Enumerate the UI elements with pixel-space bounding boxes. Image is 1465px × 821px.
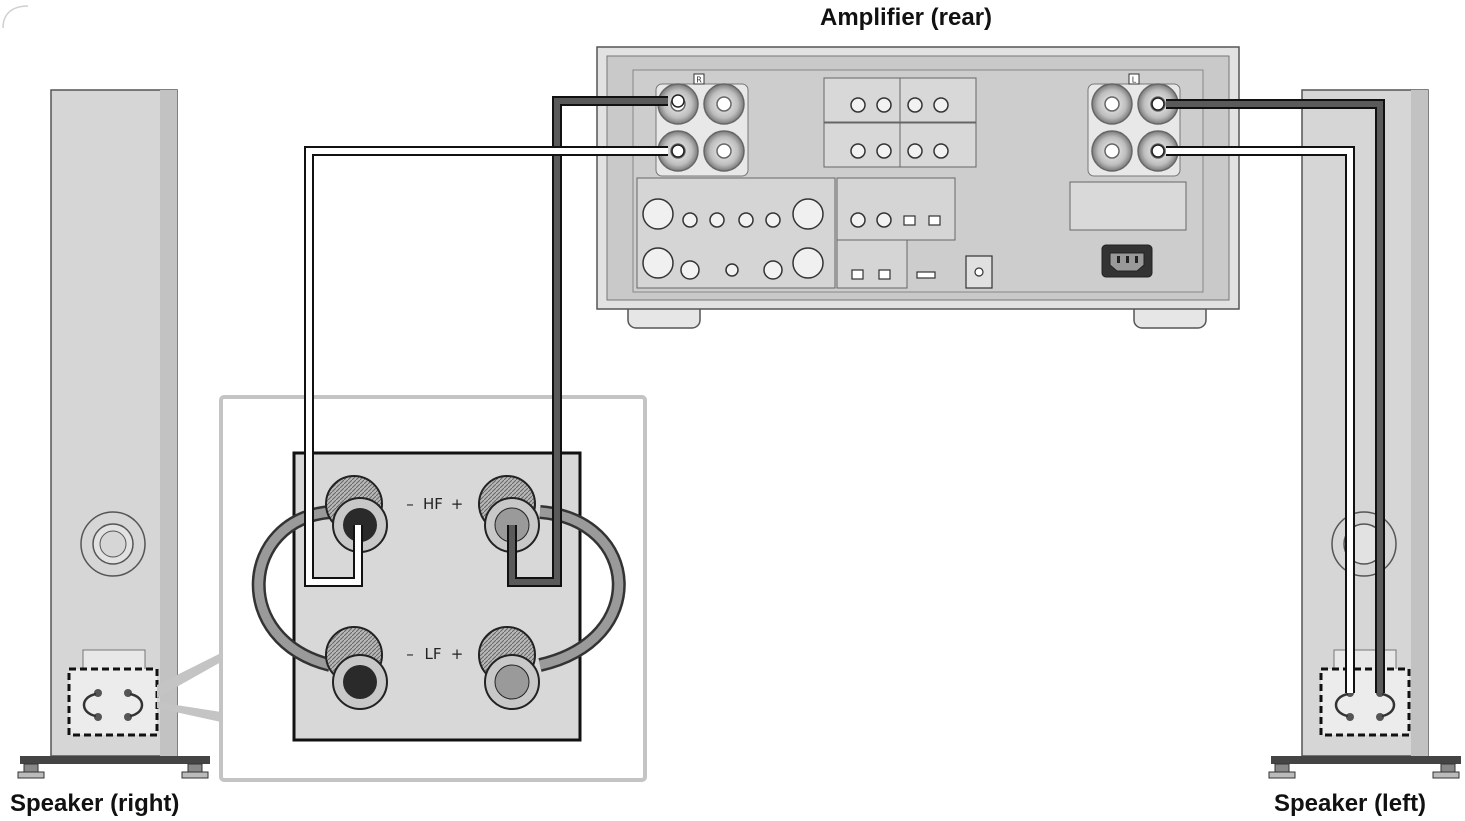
amp-rca-panel (823, 77, 977, 168)
hf-plus-label: + (451, 495, 464, 513)
speaker-left (1268, 89, 1461, 779)
lf-plus-terminal (478, 626, 540, 710)
amp-xlr-jacks (642, 198, 824, 279)
amplifier-rear: R L (596, 46, 1240, 329)
badge-right: R (696, 76, 702, 85)
terminal-zoom-callout: – HF + – LF + (157, 395, 647, 782)
hf-minus-label: – (406, 495, 414, 513)
speaker-right-label: Speaker (right) (10, 790, 180, 817)
corner-mark (2, 5, 29, 29)
speaker-right (17, 89, 210, 779)
speaker-cables (304, 96, 1385, 693)
amp-rca-jacks (850, 97, 949, 159)
badge-left: L (1132, 76, 1137, 85)
amplifier-label: Amplifier (rear) (820, 4, 993, 31)
hf-minus-terminal (325, 475, 388, 553)
hf-label: HF (423, 495, 443, 513)
speaker-left-label: Speaker (left) (1274, 790, 1427, 817)
lf-minus-terminal (325, 626, 388, 710)
lf-minus-label: – (406, 645, 414, 663)
lf-plus-label: + (451, 645, 464, 663)
hf-plus-terminal (478, 475, 540, 553)
lf-label: LF (425, 645, 442, 663)
